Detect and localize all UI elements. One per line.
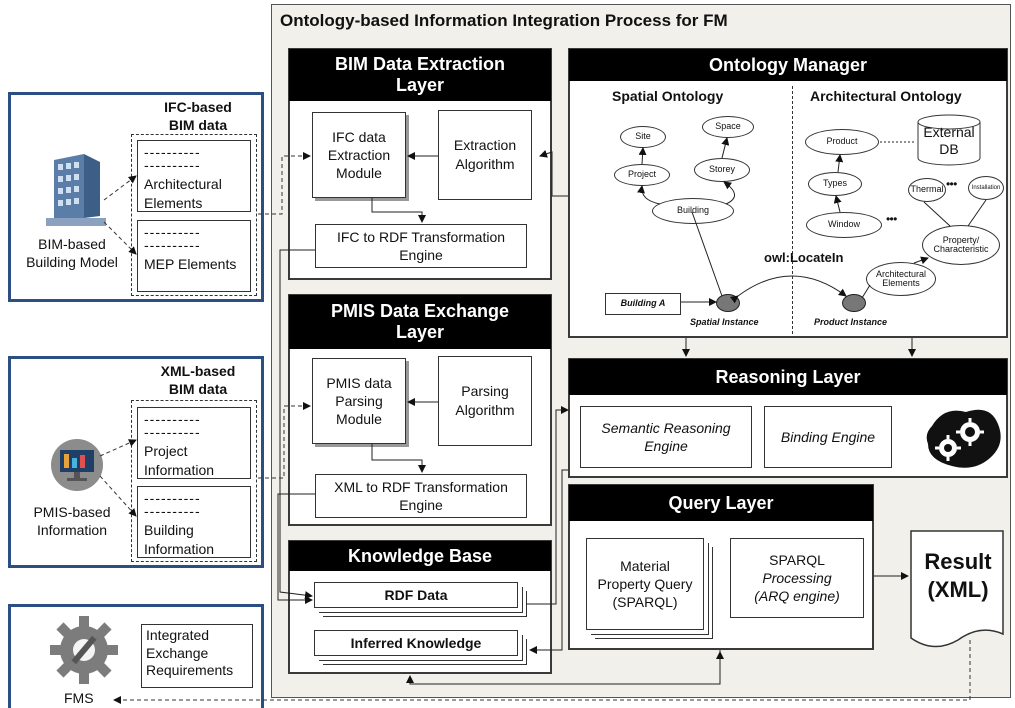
doc-dashes: ----------: [144, 224, 201, 240]
spatial-instance-label: Spatial Instance: [690, 317, 759, 327]
query-layer-title: Query Layer: [569, 485, 873, 521]
sparql-line3: (ARQ engine): [754, 588, 840, 605]
ifc-extraction-module: IFC data Extraction Module: [312, 112, 406, 198]
exchange-requirements-doc: Integrated Exchange Requirements: [141, 624, 253, 688]
reasoning-gears-icon: [926, 409, 1001, 468]
project-information-label: Project Information: [144, 442, 215, 478]
architectural-ontology-title: Architectural Ontology: [810, 88, 962, 104]
project-information-doc: ---------- ---------- Project Informatio…: [137, 407, 251, 479]
bim-layer-title: BIM Data Extraction Layer: [289, 49, 551, 101]
storey-node: Storey: [694, 158, 750, 182]
installation-node: Installation: [968, 176, 1004, 200]
extraction-algorithm-label: Extraction Algorithm: [453, 137, 517, 172]
types-node: Types: [808, 172, 862, 196]
sparql-line2: Processing: [762, 569, 832, 586]
rdf-data-store: RDF Data: [314, 582, 518, 608]
ontology-divider: [792, 86, 793, 334]
ellipsis-window: • • •: [886, 212, 897, 226]
pmis-parsing-module: PMIS data Parsing Module: [312, 358, 406, 444]
architectural-elements-doc: ---------- ---------- Architectural Elem…: [137, 140, 251, 212]
xml-docs-group: [131, 400, 257, 562]
building-model-icon: [46, 154, 106, 226]
ifc-to-rdf-engine: IFC to RDF Transformation Engine: [315, 224, 527, 268]
xml-source-title: XML-based BIM data: [160, 363, 236, 398]
doc-dashes: ----------: [144, 423, 201, 440]
pmis-info-label: PMIS-based Information: [33, 504, 111, 538]
window-node: Window: [806, 212, 882, 238]
ontology-manager-title: Ontology Manager: [569, 49, 1007, 81]
pmis-monitor-icon: [51, 439, 103, 491]
semantic-reasoning-engine: Semantic Reasoning Engine: [580, 406, 752, 468]
exchange-requirements-label: Integrated Exchange Requirements: [146, 627, 234, 678]
doc-dashes: ----------: [144, 490, 201, 506]
ifc-source-title: IFC-based BIM data: [164, 99, 232, 134]
parsing-algorithm-doc: Parsing Algorithm: [438, 356, 532, 446]
product-instance-label: Product Instance: [814, 317, 888, 327]
mep-elements-label: MEP Elements: [144, 255, 237, 272]
doc-dashes: ----------: [144, 236, 201, 253]
extraction-algorithm-doc: Extraction Algorithm: [438, 110, 532, 200]
xml-to-rdf-engine: XML to RDF Transformation Engine: [315, 474, 527, 518]
thermal-node: Thermal: [908, 178, 946, 202]
doc-dashes: ----------: [144, 411, 201, 427]
ifc-docs-group: [131, 134, 257, 296]
sparql-line1: SPARQL: [769, 551, 825, 568]
inferred-knowledge-store: Inferred Knowledge: [314, 630, 518, 656]
product-node: Product: [805, 129, 879, 155]
parsing-algorithm-label: Parsing Algorithm: [455, 383, 515, 418]
building-information-label: Building Information: [144, 521, 215, 557]
doc-dashes: ----------: [144, 156, 201, 173]
fms-gear-icon: [50, 616, 118, 684]
mep-elements-doc: ---------- ---------- MEP Elements: [137, 220, 251, 292]
main-title: Ontology-based Information Integration P…: [280, 11, 728, 30]
external-db-label: External DB: [923, 124, 975, 157]
external-db-icon: [917, 114, 981, 166]
locate-in-relation: owl:LocateIn: [764, 250, 844, 265]
architectural-elements-label: Architectural Elements: [144, 175, 222, 211]
binding-engine: Binding Engine: [764, 406, 892, 468]
ellipsis-thermal: • • •: [946, 177, 957, 191]
knowledge-base-title: Knowledge Base: [289, 541, 551, 571]
pmis-layer-title: PMIS Data Exchange Layer: [289, 295, 551, 349]
sparql-processing: SPARQL Processing (ARQ engine): [730, 538, 864, 618]
doc-dashes: ----------: [144, 502, 201, 519]
bim-model-label: BIM-based Building Model: [26, 236, 118, 270]
fms-label: FMS: [64, 690, 94, 706]
result-label: Result (XML): [924, 549, 992, 602]
result-doc-shape: [910, 530, 1004, 648]
building-node: Building: [652, 198, 734, 224]
material-property-query: Material Property Query (SPARQL): [586, 538, 704, 630]
spatial-ontology-title: Spatial Ontology: [612, 88, 724, 104]
reasoning-layer-title: Reasoning Layer: [569, 359, 1007, 395]
property-node: Property/ Characteristic: [922, 225, 1000, 265]
arch-elements-node: Architectural Elements: [866, 262, 936, 296]
building-information-doc: ---------- ---------- Building Informati…: [137, 486, 251, 558]
building-a-label: Building A: [605, 293, 681, 315]
doc-dashes: ----------: [144, 144, 201, 160]
